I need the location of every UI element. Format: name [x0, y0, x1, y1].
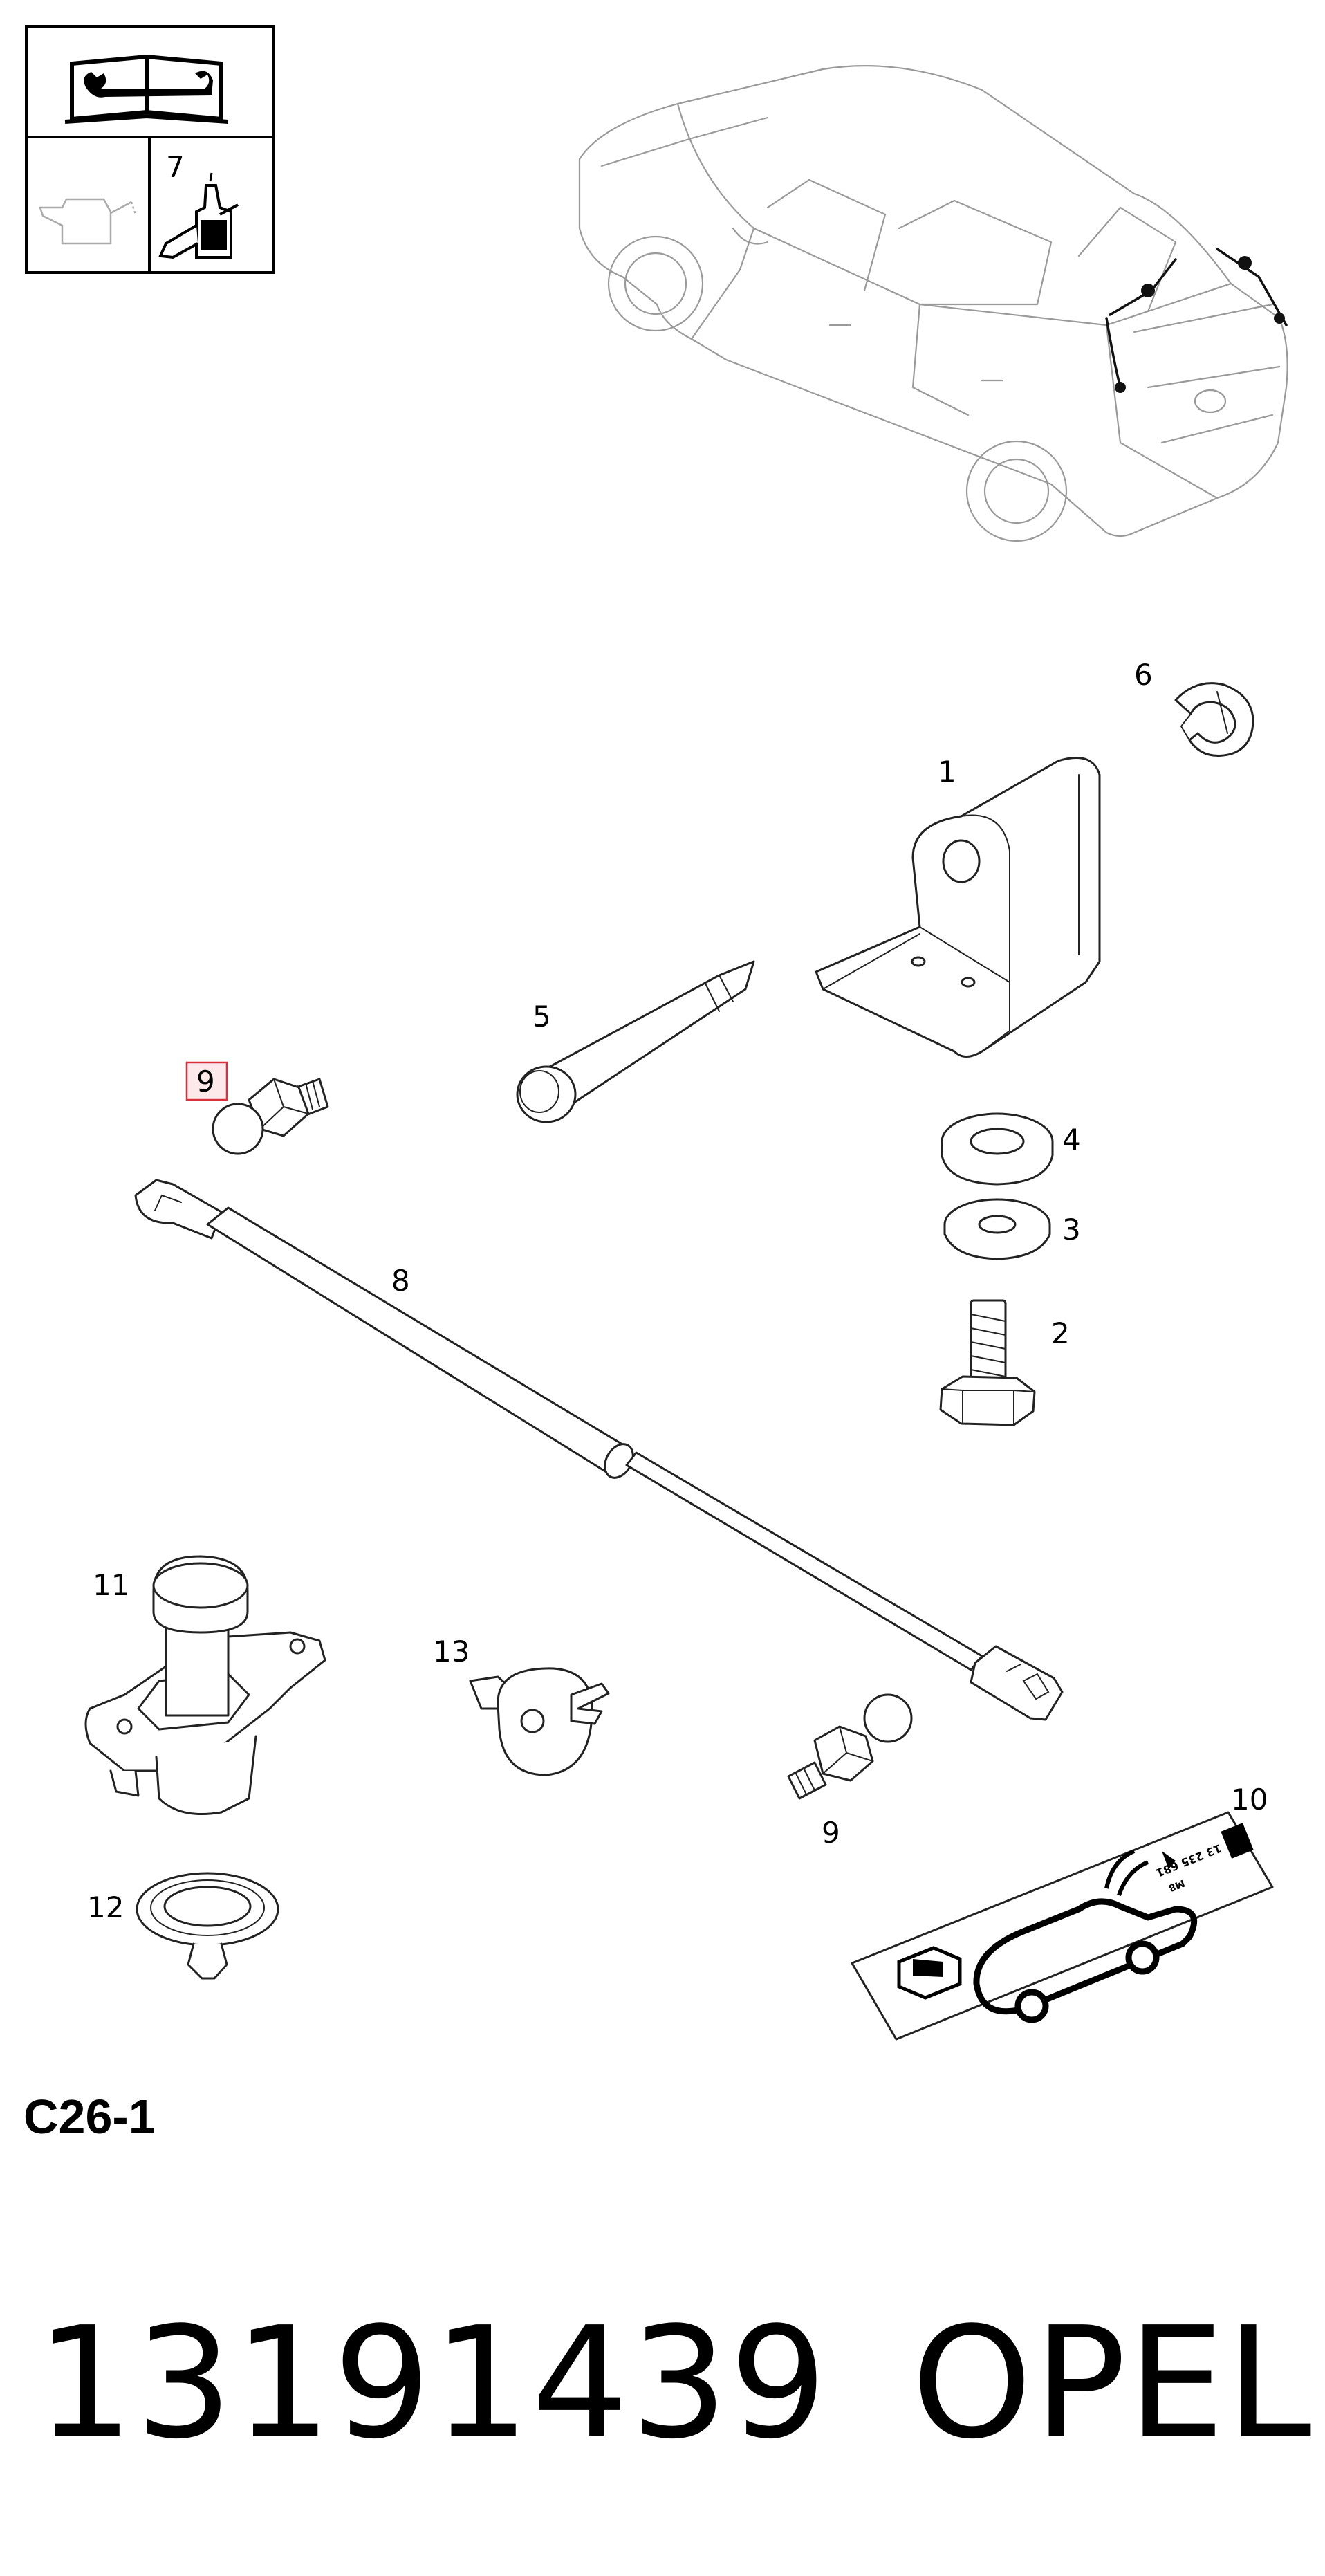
part-number: 13191439: [36, 2294, 828, 2473]
part-13-push-clip: [469, 1667, 610, 1776]
part-3-washer: [943, 1198, 1051, 1260]
legend-box: 7: [25, 25, 275, 274]
callout-4: 4: [1062, 1123, 1081, 1157]
part-9-ball-stud-top: [212, 1078, 329, 1155]
callout-1: 1: [938, 755, 956, 789]
repair-manual-icon: [64, 54, 229, 124]
part-10-warning-decal: 13 235 681 M8: [851, 1811, 1274, 2041]
callout-10: 10: [1231, 1783, 1268, 1816]
vehicle-overview: [578, 65, 1288, 542]
callout-9-highlight-box[interactable]: [185, 1061, 228, 1101]
callout-13: 13: [433, 1635, 470, 1668]
callout-9-highlighted[interactable]: 9: [196, 1065, 215, 1098]
callout-12: 12: [87, 1890, 124, 1924]
part-11-striker-assembly: [84, 1555, 326, 1815]
part-2-bolt: [939, 1299, 1036, 1426]
callout-7: 7: [166, 150, 185, 184]
section-code: C26-1: [24, 2090, 156, 2144]
adhesive-bottle-icon: [158, 172, 239, 259]
part-12-grommet: [136, 1872, 279, 1980]
part-5-pin: [516, 960, 755, 1123]
callout-9: 9: [822, 1816, 840, 1850]
part-9-ball-stud-lower: [787, 1693, 913, 1800]
part-1-hinge-bracket: [815, 757, 1101, 1058]
callout-8: 8: [391, 1264, 410, 1298]
callout-3: 3: [1062, 1213, 1081, 1246]
part-8-gas-strut: [134, 1179, 1064, 1721]
oil-can-icon: [39, 198, 137, 245]
callout-6: 6: [1134, 658, 1153, 692]
brand-name: OPEL: [911, 2294, 1313, 2473]
callout-2: 2: [1051, 1316, 1070, 1350]
callout-11: 11: [93, 1568, 129, 1602]
part-6-clip: [1174, 682, 1254, 757]
callout-5: 5: [532, 1000, 551, 1033]
part-4-washer: [941, 1112, 1054, 1186]
